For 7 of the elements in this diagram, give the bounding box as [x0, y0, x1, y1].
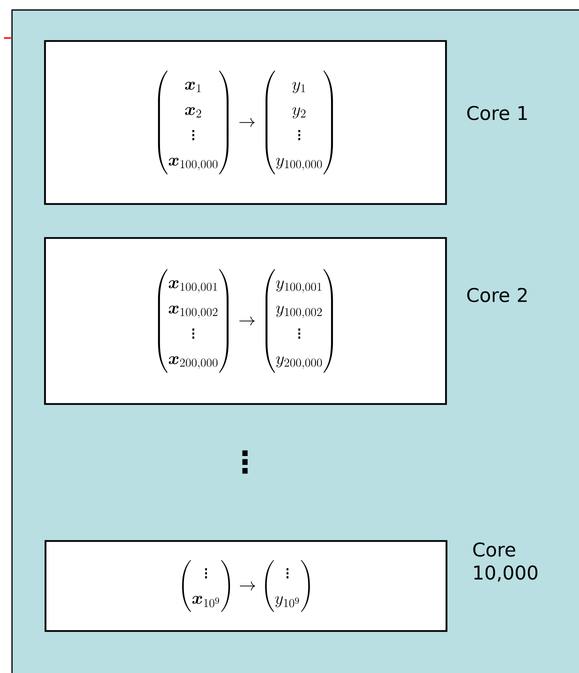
core-label: Core 10,000 — [473, 542, 538, 582]
formula-box: $\begin{pmatrix}\vdots\\ \boldsymbol{x}_{10^9}\end{pmatrix}\to\begin{pmatrix}\vdots\\ y_{10^9}\end{pmatrix}$ — [44, 540, 448, 632]
formula-box: $\begin{pmatrix}\boldsymbol{x}_{100{,}001}\\ \boldsymbol{x}_{100{,}002}\\ \vdots\\ \boldsymbol{x}_{200{,}000}\end{pmatrix}\to\begin{pmatrix}y_{100{,}001}\\ y_{100{,}002}\\ \vdots\\ y_{200{,}000}\end{pmatrix}$ — [44, 237, 447, 405]
ellipsis-dots: ⋮ — [242, 450, 248, 474]
formula-box: $\begin{pmatrix}\boldsymbol{x}_1\\ \boldsymbol{x}_2\\ \vdots\\ \boldsymbol{x}_{100{,}000}\end{pmatrix}\to\begin{pmatrix}y_1\\ y_2\\ \vdots\\ y_{100{,}000}\end{pmatrix}$ — [44, 40, 447, 205]
core-label: Core 1 — [467, 106, 527, 120]
core-label: Core 2 — [467, 288, 527, 302]
